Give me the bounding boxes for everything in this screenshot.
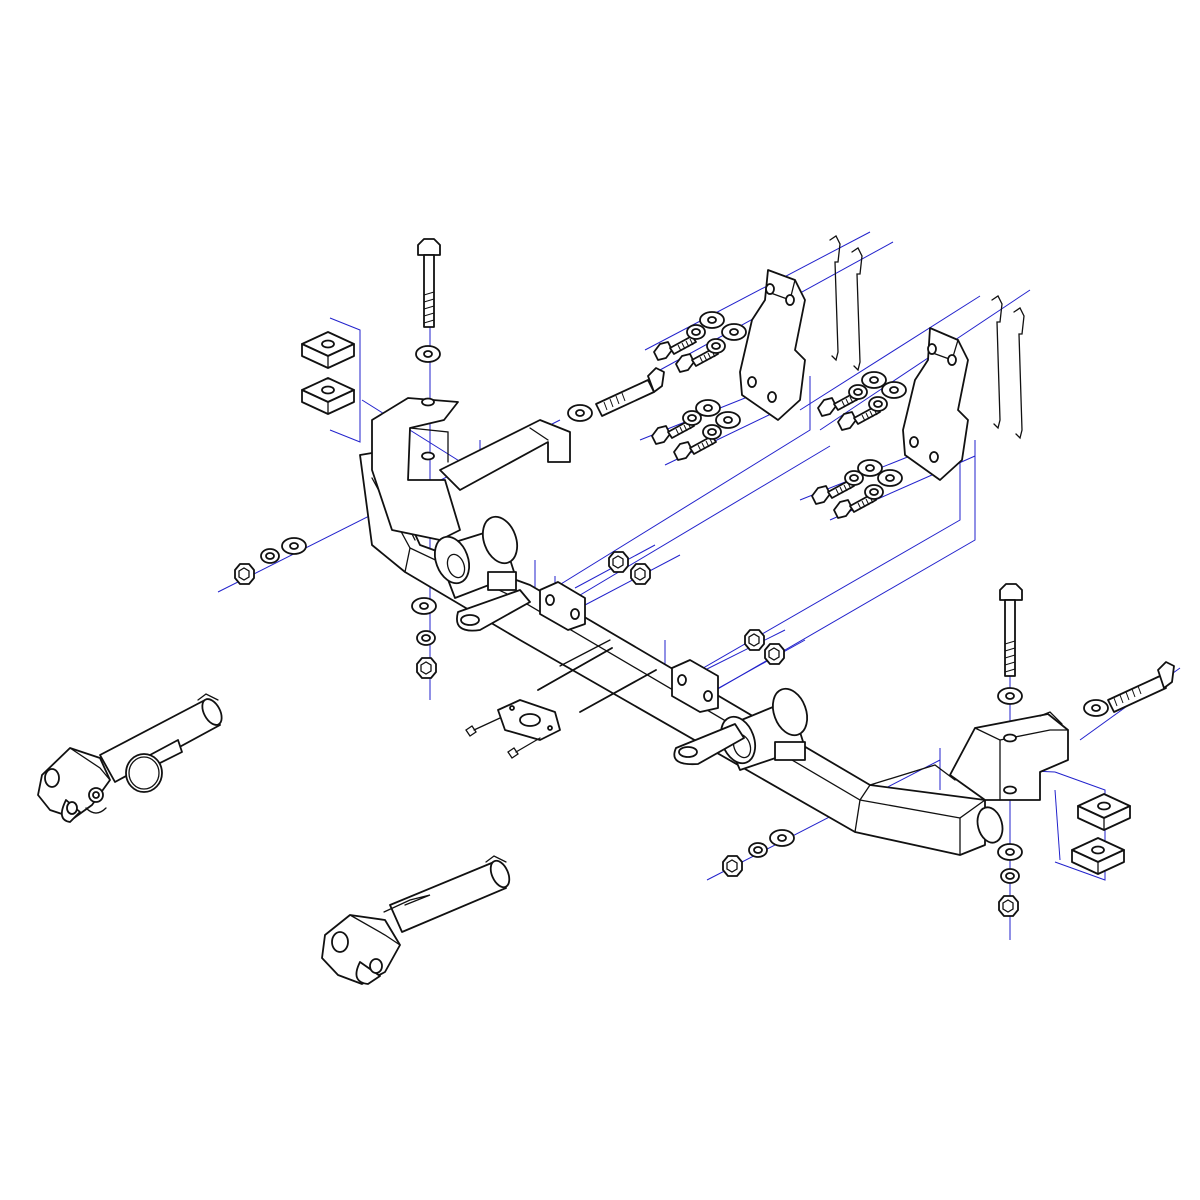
threaded-rod: [537, 639, 657, 713]
receiver-sleeve: [433, 515, 519, 599]
hex-nut: [234, 551, 1019, 917]
clevis-pin-assembly: [321, 855, 511, 985]
small-screw: [465, 717, 541, 759]
receiver-sleeve: [719, 687, 809, 771]
tow-tab: [456, 589, 531, 632]
hex-bolt: [417, 238, 1175, 713]
right-mount-bracket: [869, 711, 1069, 844]
ring-clip: [125, 753, 163, 793]
gasket-plate: [497, 699, 561, 741]
frame-tab: [539, 581, 586, 631]
frame-plate: [739, 269, 806, 421]
cotter-hook-rod: [829, 235, 1025, 440]
frame-tab: [671, 659, 719, 713]
left-mount-bracket: [371, 397, 571, 541]
frame-plate: [902, 327, 969, 481]
tow-tab: [673, 723, 745, 766]
